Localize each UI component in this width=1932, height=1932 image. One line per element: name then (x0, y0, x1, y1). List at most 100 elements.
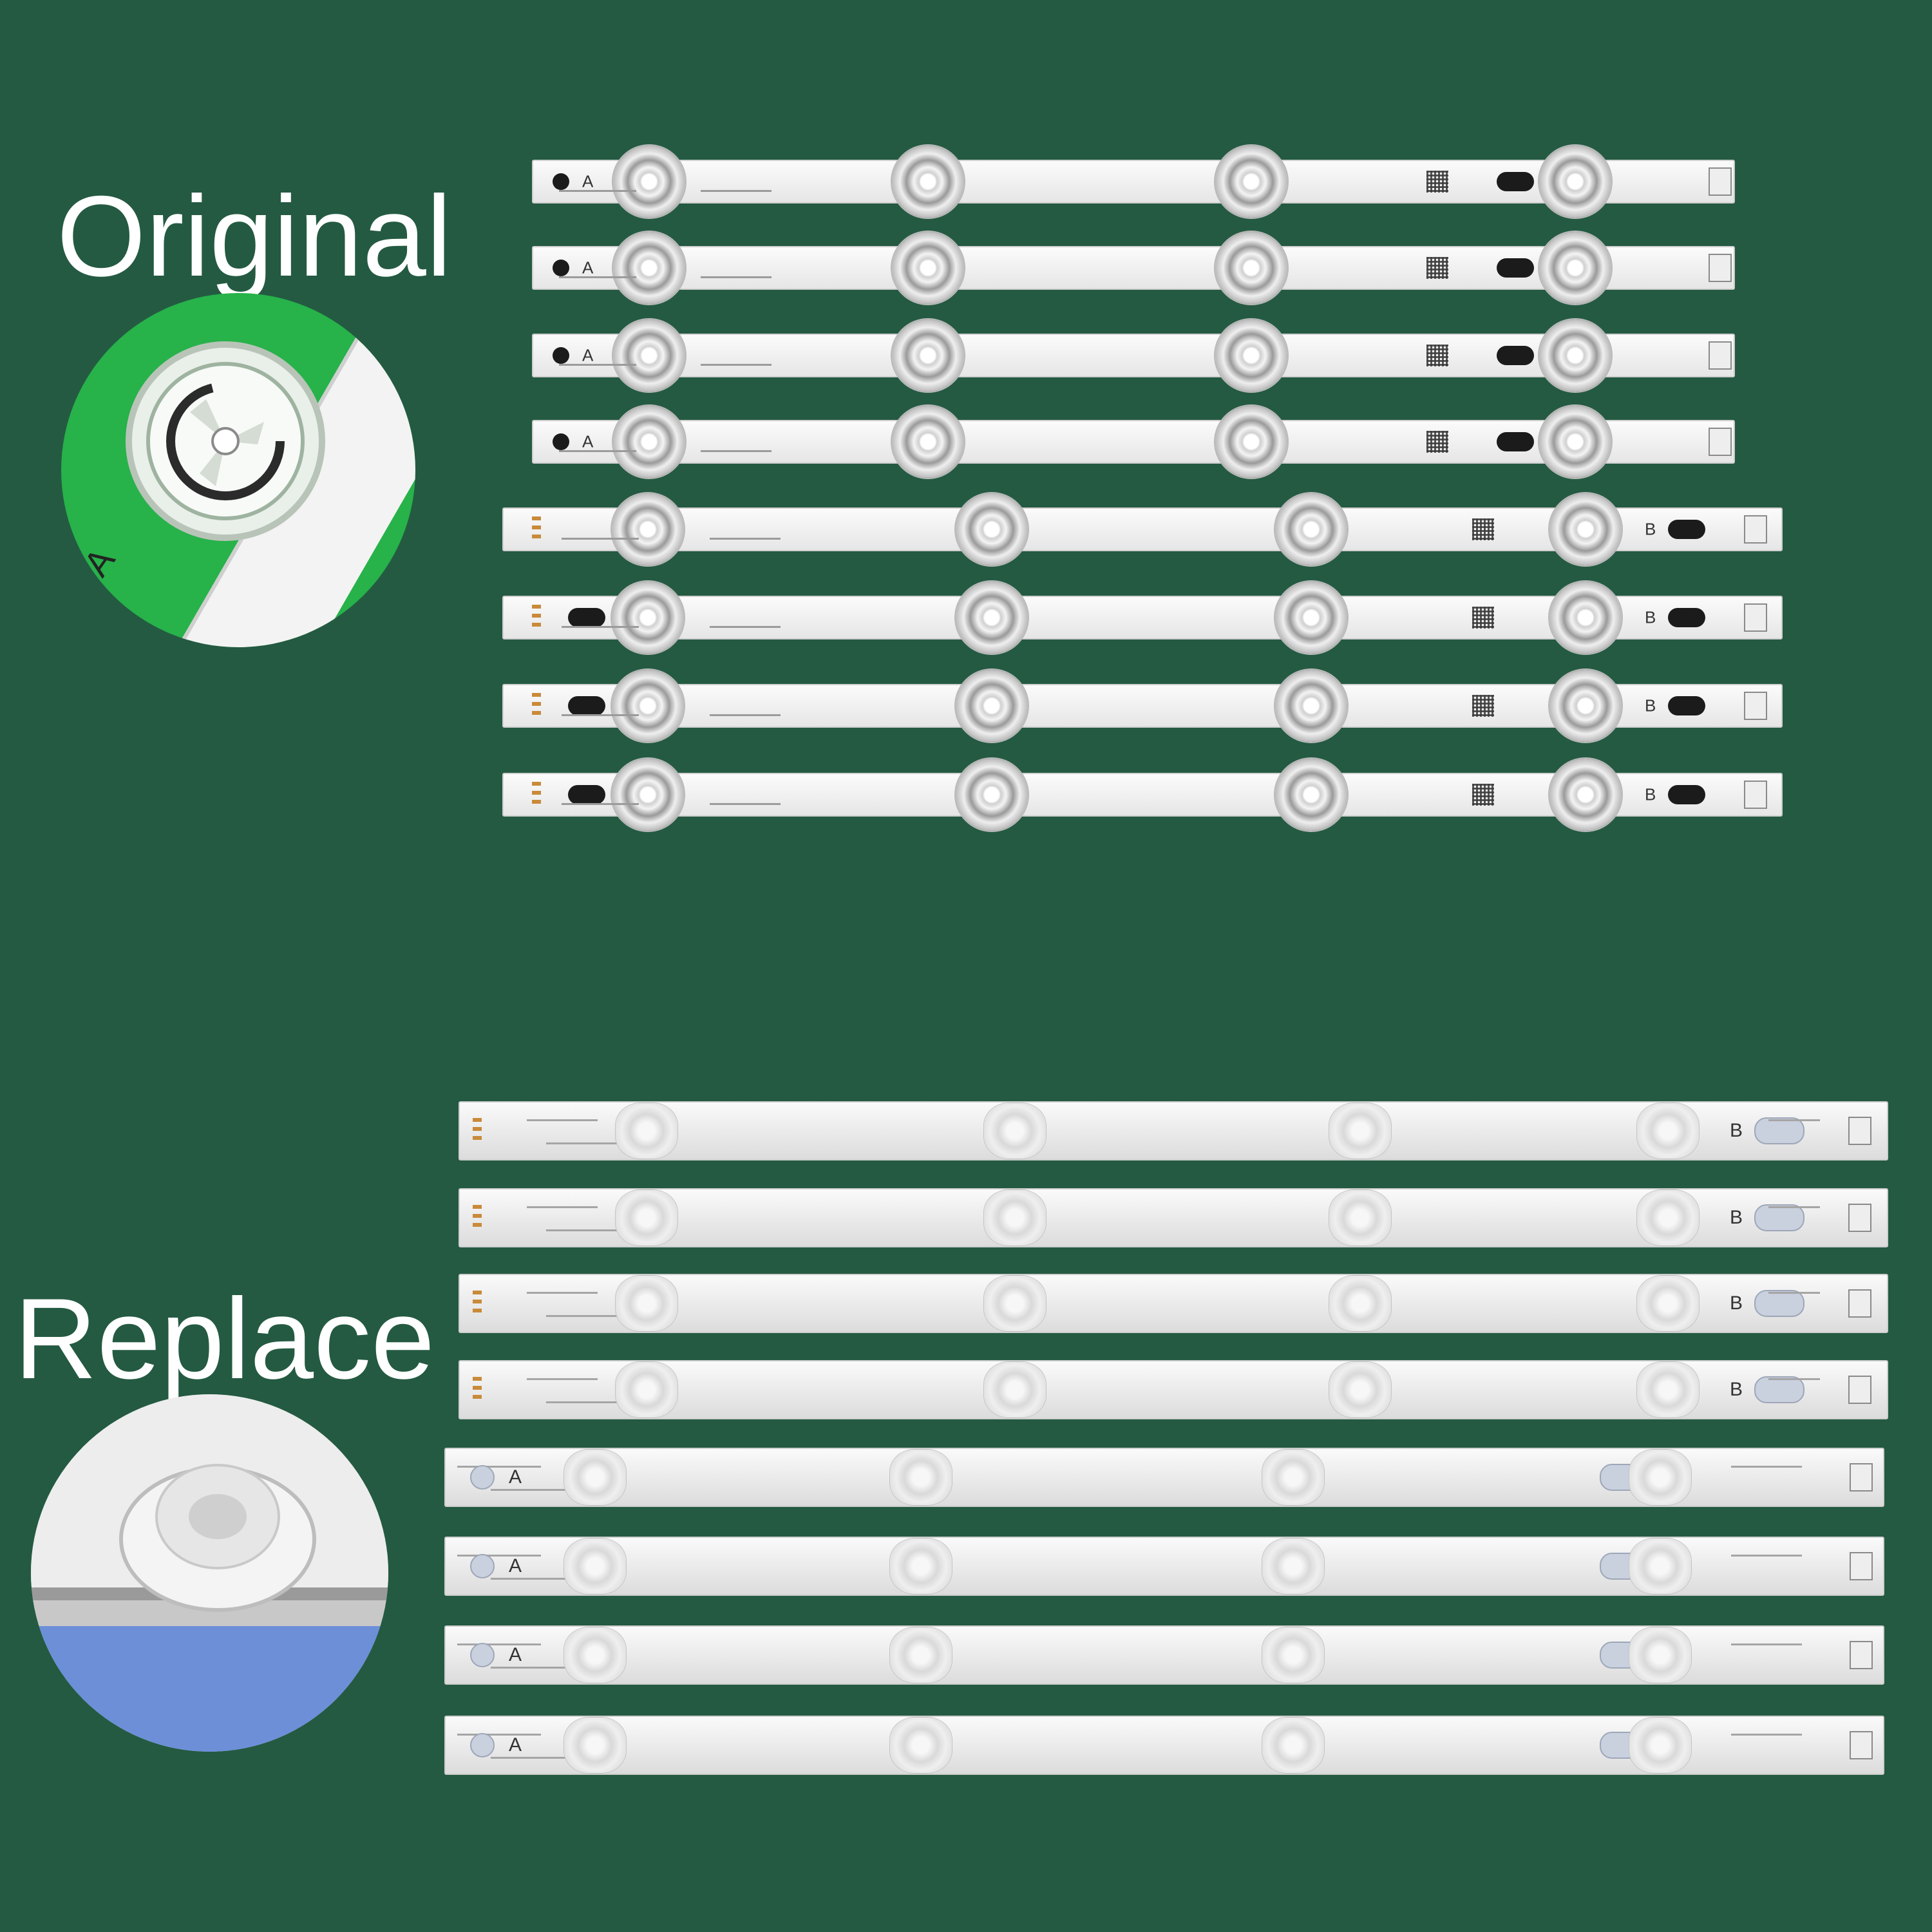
mount-slot (1497, 432, 1534, 451)
mount-hole (470, 1733, 495, 1757)
qr-code (1472, 518, 1494, 540)
connector-pins (473, 1118, 482, 1144)
original-strip-a: A (532, 406, 1735, 478)
connector-pins (532, 782, 541, 808)
silkscreen-text (1768, 1206, 1820, 1209)
led-lens (984, 1362, 1046, 1417)
led-lens (564, 1718, 626, 1773)
led-lens (1549, 670, 1622, 742)
silkscreen-text (457, 1643, 541, 1646)
led-lens (613, 146, 685, 218)
silkscreen-text (457, 1734, 541, 1736)
connector (1709, 341, 1732, 370)
mount-slot (1668, 520, 1705, 539)
mount-slot (1754, 1290, 1804, 1317)
original-strip-a: A (532, 319, 1735, 392)
silkscreen-text (546, 1401, 643, 1403)
led-lens (1215, 146, 1287, 218)
silkscreen-text (710, 625, 781, 628)
connector (1848, 1376, 1871, 1404)
original-strip-a: A (532, 146, 1735, 218)
silkscreen-text (527, 1378, 598, 1381)
connector (1744, 692, 1767, 720)
original-strip-b: B (502, 582, 1783, 654)
led-lens (1215, 319, 1287, 392)
silkscreen-text (701, 276, 772, 278)
led-lens (1262, 1718, 1324, 1773)
strip-letter: A (582, 171, 594, 191)
mount-hole (553, 173, 569, 190)
led-lens (1629, 1718, 1691, 1773)
connector (1709, 428, 1732, 456)
led-lens (564, 1627, 626, 1683)
replace-strip-b: B (459, 1360, 1888, 1419)
led-lens (1262, 1539, 1324, 1594)
strip-letter: A (509, 1555, 522, 1577)
original-strip-b: B (502, 670, 1783, 742)
silkscreen-text (527, 1292, 598, 1294)
replace-strip-a: A (444, 1537, 1884, 1596)
strip-letter: B (1645, 784, 1656, 804)
strip-letter: A (582, 431, 594, 451)
mount-slot (1668, 696, 1705, 715)
qr-code (1426, 431, 1448, 453)
strip-letter: B (1645, 696, 1656, 715)
silkscreen-text (701, 363, 772, 366)
mount-hole (470, 1643, 495, 1667)
led-lens (612, 670, 684, 742)
replace-lens-closeup-image (31, 1394, 388, 1752)
led-lens (616, 1276, 677, 1331)
strip-letter: B (1730, 1293, 1743, 1314)
led-lens (892, 319, 964, 392)
led-lens (1549, 759, 1622, 831)
connector (1850, 1641, 1873, 1669)
qr-code (1426, 345, 1448, 366)
led-lens (612, 493, 684, 565)
led-lens (890, 1450, 952, 1505)
mount-hole (470, 1465, 495, 1490)
mount-slot (1668, 608, 1705, 627)
mount-hole (470, 1554, 495, 1578)
led-lens (616, 1190, 677, 1245)
silkscreen-text (562, 714, 639, 716)
led-lens (890, 1539, 952, 1594)
mount-slot (1754, 1204, 1804, 1231)
led-lens (956, 759, 1028, 831)
mount-hole (553, 260, 569, 276)
original-strip-b: B (502, 759, 1783, 831)
connector-pins (473, 1291, 482, 1316)
connector (1850, 1731, 1873, 1759)
mount-slot (568, 696, 605, 715)
led-lens (613, 232, 685, 304)
connector-pins (532, 605, 541, 630)
silkscreen-text (1731, 1734, 1802, 1736)
led-lens (890, 1718, 952, 1773)
silkscreen-text (1731, 1466, 1802, 1468)
silkscreen-text (546, 1229, 643, 1231)
led-lens (616, 1362, 677, 1417)
led-lens (956, 670, 1028, 742)
connector-pins (473, 1377, 482, 1403)
led-lens (956, 493, 1028, 565)
strip-letter: B (1645, 519, 1656, 539)
silkscreen-text (710, 537, 781, 540)
led-lens (1549, 493, 1622, 565)
led-lens (1629, 1450, 1691, 1505)
led-lens (1329, 1103, 1391, 1159)
led-lens (1549, 582, 1622, 654)
mount-slot (1668, 785, 1705, 804)
silkscreen-text (546, 1314, 643, 1317)
replace-strip-a: A (444, 1716, 1884, 1775)
silkscreen-text (1768, 1119, 1820, 1122)
silkscreen-text (559, 450, 636, 452)
led-lens (1539, 146, 1611, 218)
led-lens (892, 232, 964, 304)
replace-strip-b: B (459, 1188, 1888, 1247)
strip-letter: B (1730, 1120, 1743, 1141)
connector-pins (532, 516, 541, 542)
led-lens (616, 1103, 677, 1159)
silkscreen-text (559, 189, 636, 192)
replace-strip-b: B (459, 1274, 1888, 1333)
led-lens (1215, 406, 1287, 478)
connector (1744, 515, 1767, 544)
